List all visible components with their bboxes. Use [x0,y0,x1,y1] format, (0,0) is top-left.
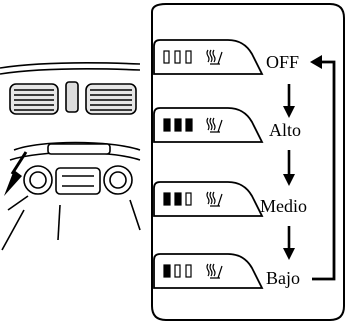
indicator-bar-lit [163,118,171,132]
mode-label-high: Alto [269,120,301,140]
down-arrow-icon [283,150,295,186]
climate-knobs [23,165,133,195]
mode-label-low: Bajo [266,268,300,288]
indicator-bar-unlit [174,50,181,64]
seat-heater-switch-icon [153,39,264,75]
indicator-bar-unlit [185,50,192,64]
pointer-arrow-icon [4,151,28,196]
down-arrow-icon [283,226,295,260]
callout-frame [151,3,345,321]
indicator-bar-unlit [185,192,192,206]
down-arrow-icon [283,84,295,118]
mode-label-medium: Medio [260,196,307,216]
right-air-vent-icon [85,83,137,115]
mode-label-off: OFF [266,52,299,72]
indicator-bar-lit [163,192,171,206]
seat-heater-symbol-icon [206,191,223,207]
seat-heater-symbol-icon [206,263,223,279]
indicator-bar-unlit [174,264,181,278]
cycle-arrow-icon [310,55,336,281]
left-air-vent-icon [9,83,59,115]
indicator-bar-lit [174,118,182,132]
indicator-bar-lit [185,118,193,132]
dashboard-illustration [0,62,141,251]
seat-heater-switch-icon [153,253,264,289]
seat-heater-symbol-icon [206,117,223,133]
seat-heater-switch-icon [153,181,264,217]
switch-icons [153,39,264,289]
seat-heater-symbol-icon [206,49,223,65]
indicator-bar-unlit [185,264,192,278]
indicator-bar-lit [174,192,182,206]
seat-heater-switch-icon [153,107,264,143]
indicator-bar-unlit [163,50,170,64]
center-vent-icon [65,81,79,113]
indicator-bar-lit [163,264,171,278]
